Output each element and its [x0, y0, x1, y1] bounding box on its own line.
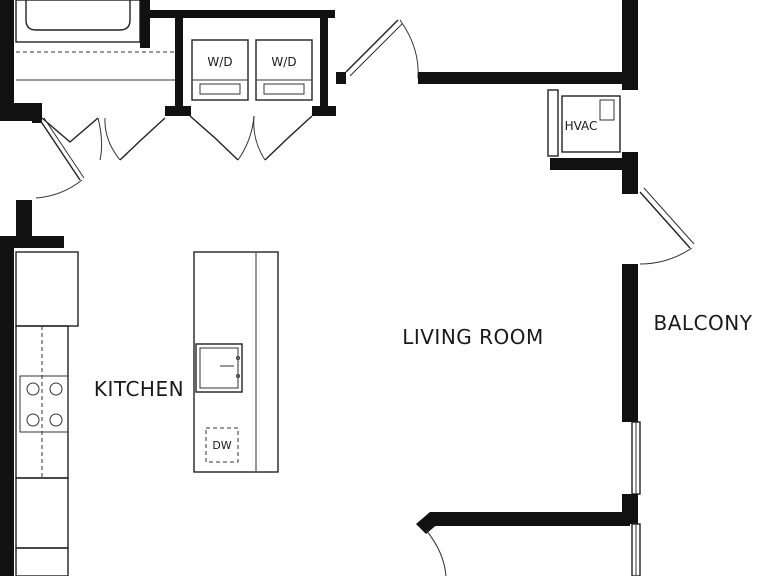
wall-hvac-bottom	[550, 158, 638, 170]
dishwasher-label: DW	[212, 439, 231, 452]
wall-right-upper	[622, 0, 638, 90]
kitchen-island: DW	[193, 251, 279, 473]
kitchen-counter	[15, 251, 79, 576]
wall-closet-bottom-a	[165, 106, 191, 116]
wall-bath-right	[140, 0, 150, 48]
wall-left-mid-jamb	[16, 200, 32, 236]
wall-left-upper	[0, 0, 14, 120]
cooktop	[19, 375, 69, 433]
fridge	[15, 251, 79, 327]
living-room-label: LIVING ROOM	[402, 325, 544, 349]
lower-window	[631, 523, 641, 576]
balcony-label: BALCONY	[654, 311, 753, 335]
wall-kitchen-top	[0, 236, 64, 248]
washer-dryer-1-label: W/D	[207, 55, 232, 69]
balcony-door	[639, 187, 695, 265]
laundry-closet-doors	[189, 115, 313, 161]
wall-hall-ledge	[0, 103, 42, 121]
wall-upper-right	[418, 72, 628, 84]
sink	[195, 343, 243, 393]
wall-right-mid	[622, 264, 638, 422]
wall-laundry-right	[320, 18, 328, 116]
hall-door	[35, 117, 85, 199]
wall-lower-jamb	[416, 512, 440, 534]
washer-dryer-2-label: W/D	[271, 55, 296, 69]
wall-lower-interior	[430, 512, 630, 526]
wall-closet-bottom-b	[312, 106, 336, 116]
washer-dryer-1: W/D	[191, 39, 249, 101]
wall-closet-left-jamb	[32, 103, 42, 123]
living-window	[631, 421, 641, 495]
hvac-closet: HVAC	[547, 89, 621, 157]
wall-top-closet	[150, 10, 335, 18]
wall-right-hvac-jamb	[622, 152, 638, 194]
dishwasher: DW	[205, 427, 239, 463]
washer-dryer-2: W/D	[255, 39, 313, 101]
bathtub	[15, 0, 141, 43]
hall-shelf	[16, 51, 175, 81]
bedroom-door-swing	[425, 529, 447, 576]
wall-right-tick	[632, 4, 638, 12]
hall-closet-doors	[41, 117, 166, 161]
wall-left-lower	[0, 236, 14, 576]
entry-door	[336, 19, 419, 84]
hvac-label: HVAC	[565, 119, 598, 133]
wall-closet-divider	[175, 18, 183, 116]
kitchen-label: KITCHEN	[94, 377, 184, 401]
